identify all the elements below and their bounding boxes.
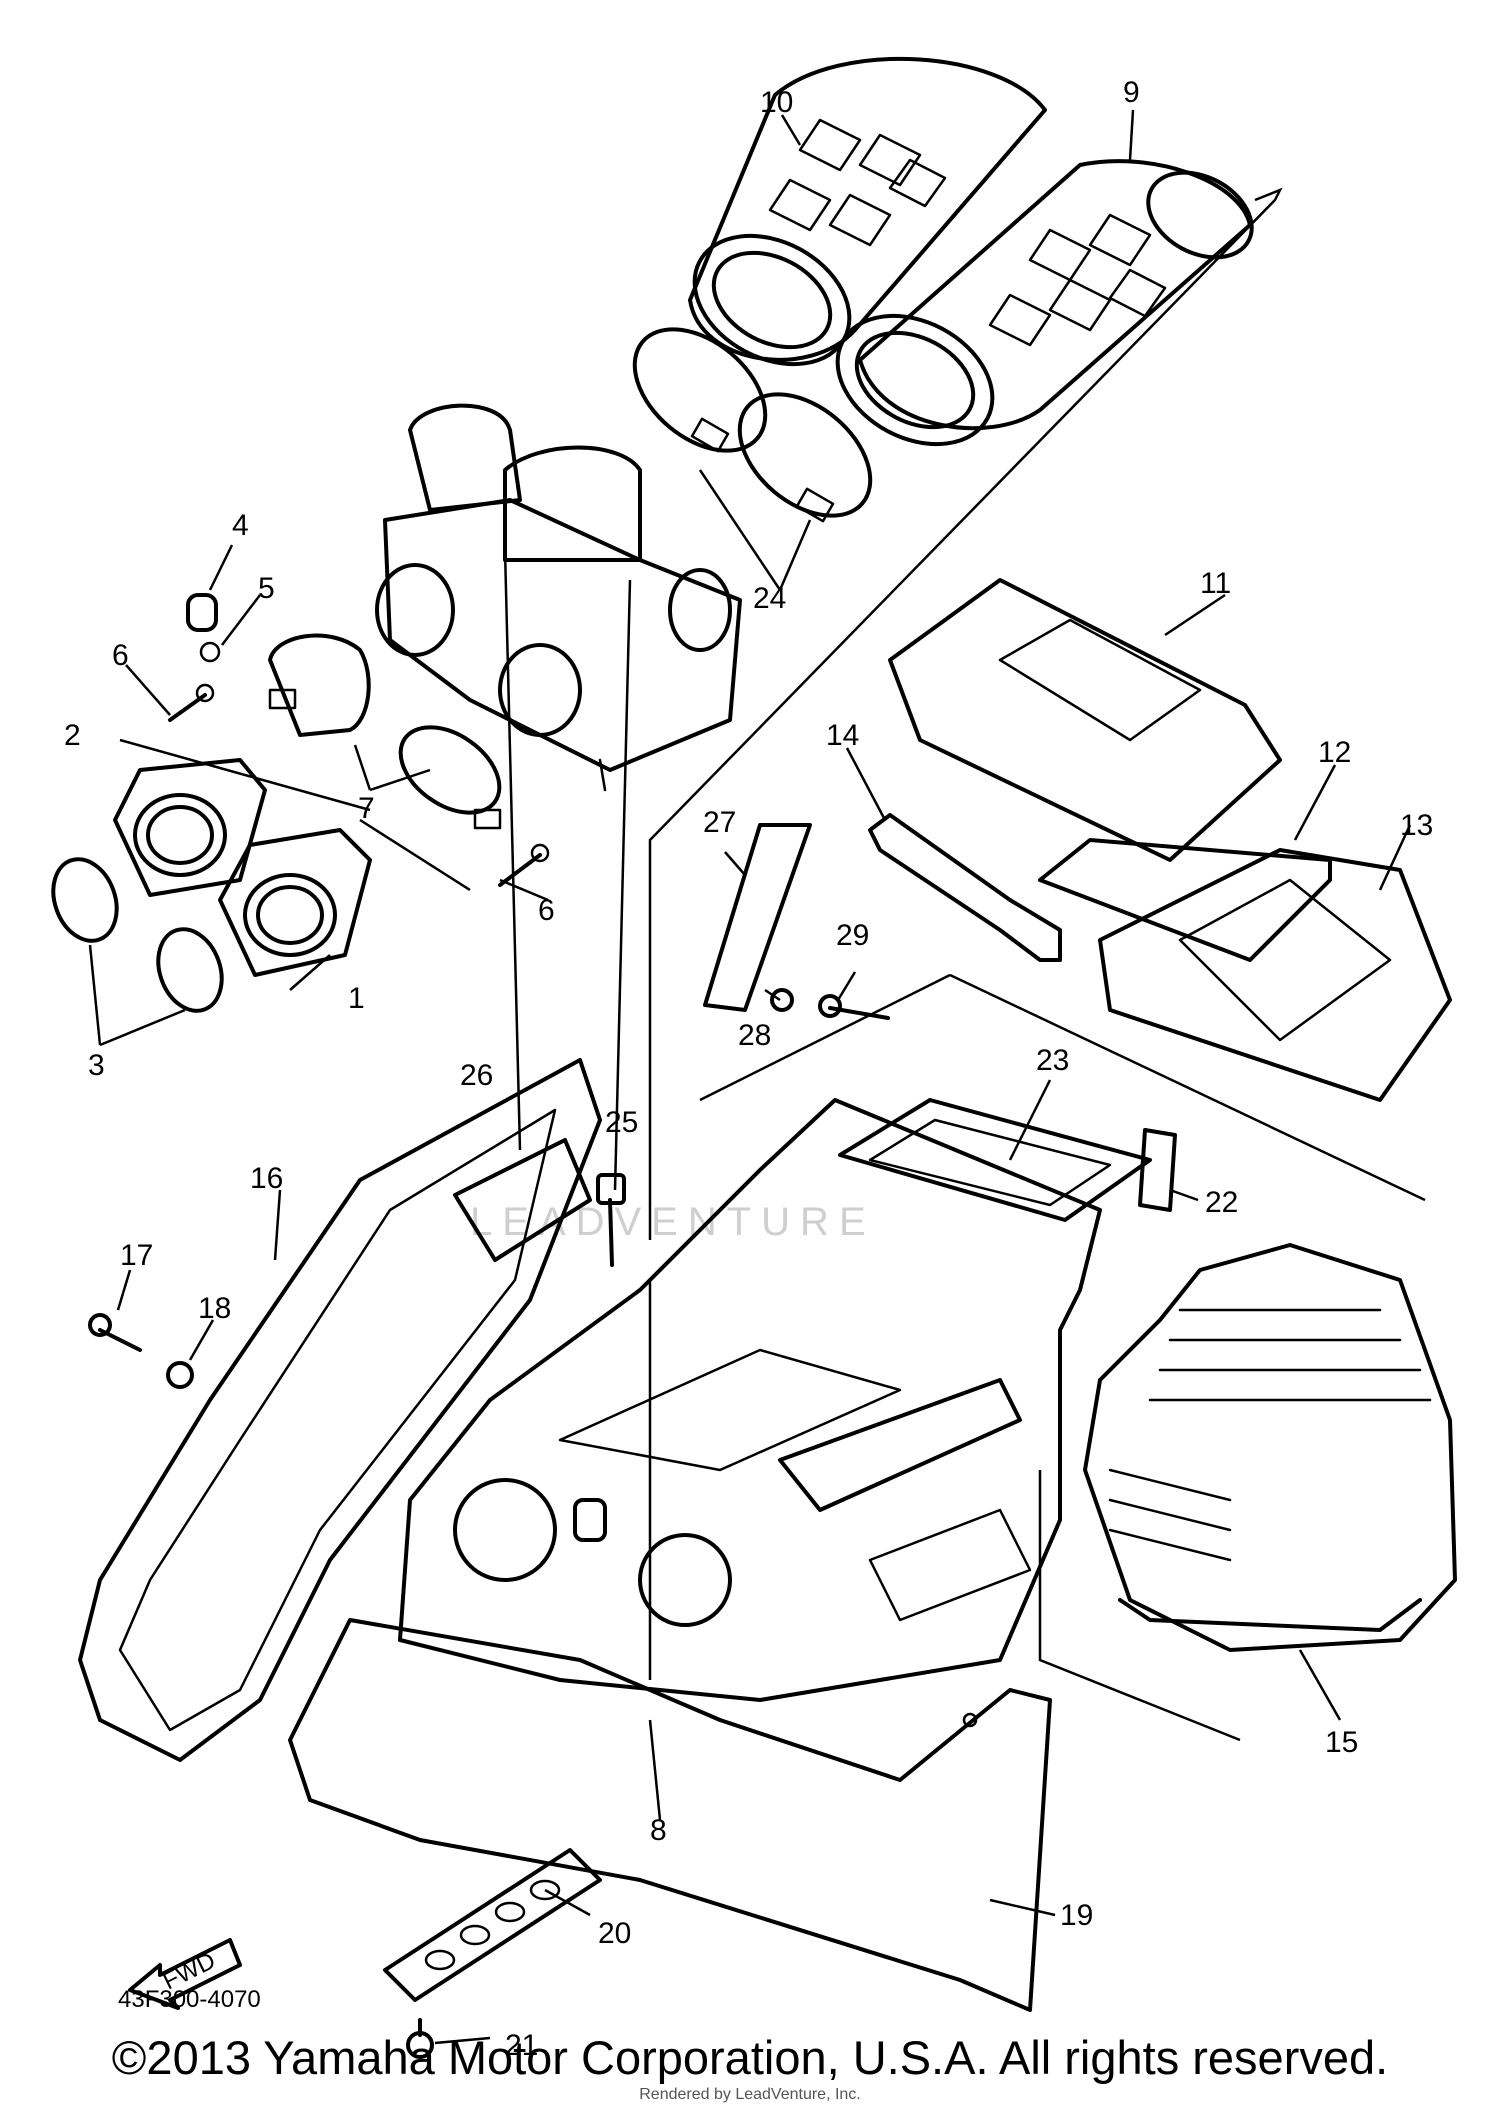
part-reference-code: 43F300-4070 (118, 1986, 261, 2013)
callout-12: 12 (1318, 736, 1351, 769)
watermark-text: LEADVENTURE (470, 1200, 876, 1244)
callout-18: 18 (198, 1292, 231, 1325)
part-26-gasket (453, 1138, 592, 1262)
callout-15: 15 (1325, 1726, 1358, 1759)
part-22-seal (1138, 1128, 1177, 1212)
part-27-plate (703, 823, 812, 1012)
callout-8: 8 (650, 1814, 667, 1847)
part-8-airbox-body (398, 1098, 1102, 1702)
part-9-intake-duct (835, 159, 1254, 447)
callout-29: 29 (836, 919, 869, 952)
callout-14: 14 (826, 719, 859, 752)
callout-2: 2 (64, 719, 81, 752)
part-17-screw (88, 1313, 142, 1352)
part-13-filter-frame (1098, 848, 1452, 1102)
callout-22: 22 (1205, 1186, 1238, 1219)
callout-leaders (88, 109, 1412, 2045)
part-4-5-cap-clip (186, 593, 221, 663)
callout-20: 20 (598, 1917, 631, 1950)
callout-26: 26 (460, 1059, 493, 1092)
callout-numbers: 1 2 3 4 5 6 6 7 8 9 10 11 12 13 14 15 16… (64, 76, 1433, 2062)
callout-10: 10 (760, 86, 793, 119)
part-25-bolt (596, 1173, 626, 1267)
part-21-screw (406, 2018, 434, 2059)
callout-6-lower: 6 (538, 894, 555, 927)
assembly-lines (119, 187, 1426, 1742)
part-7-clamps (268, 633, 502, 830)
part-16-airbox-cover (78, 1058, 602, 1762)
part-1-intake-joint (218, 828, 372, 977)
callout-25: 25 (605, 1106, 638, 1139)
part-11-filter-element (888, 578, 1282, 862)
rendered-by-credit: Rendered by LeadVenture, Inc. (639, 2086, 861, 2103)
callout-5: 5 (258, 572, 275, 605)
part-19-lower-cover (288, 1618, 1052, 2012)
part-14-bracket (868, 813, 1062, 962)
carburetor-assembly (375, 403, 742, 792)
callout-11: 11 (1200, 567, 1231, 600)
callout-17: 17 (120, 1239, 153, 1272)
callout-16: 16 (250, 1162, 283, 1195)
part-2-intake-joint (113, 758, 267, 897)
callout-27: 27 (703, 806, 736, 839)
part-29-bolt (818, 994, 890, 1020)
callout-9: 9 (1123, 76, 1140, 109)
callout-7: 7 (358, 792, 375, 825)
part-15-filter-cover (1083, 1243, 1457, 1652)
callout-21: 21 (505, 2029, 538, 2062)
part-6-screws (168, 683, 550, 887)
part-12-filter-screen (1038, 838, 1332, 962)
callout-1: 1 (348, 982, 365, 1015)
copyright-notice: ©2013 Yamaha Motor Corporation, U.S.A. A… (111, 2031, 1389, 2084)
callout-19: 19 (1060, 1899, 1093, 1932)
callout-4: 4 (232, 509, 249, 542)
part-23-filter (838, 1098, 1152, 1222)
callout-28: 28 (738, 1019, 771, 1052)
part-24-hose-clamps (632, 327, 873, 523)
part-28-nut (770, 988, 794, 1012)
part-20-plate (383, 1848, 602, 2002)
callout-24: 24 (753, 582, 786, 615)
callout-13: 13 (1400, 809, 1433, 842)
part-3-o-rings (51, 857, 224, 1013)
callout-3: 3 (88, 1049, 105, 1082)
part-10-intake-duct (688, 56, 1047, 367)
callout-6-upper: 6 (112, 639, 129, 672)
callout-23: 23 (1036, 1044, 1069, 1077)
part-18-washer (166, 1361, 194, 1389)
